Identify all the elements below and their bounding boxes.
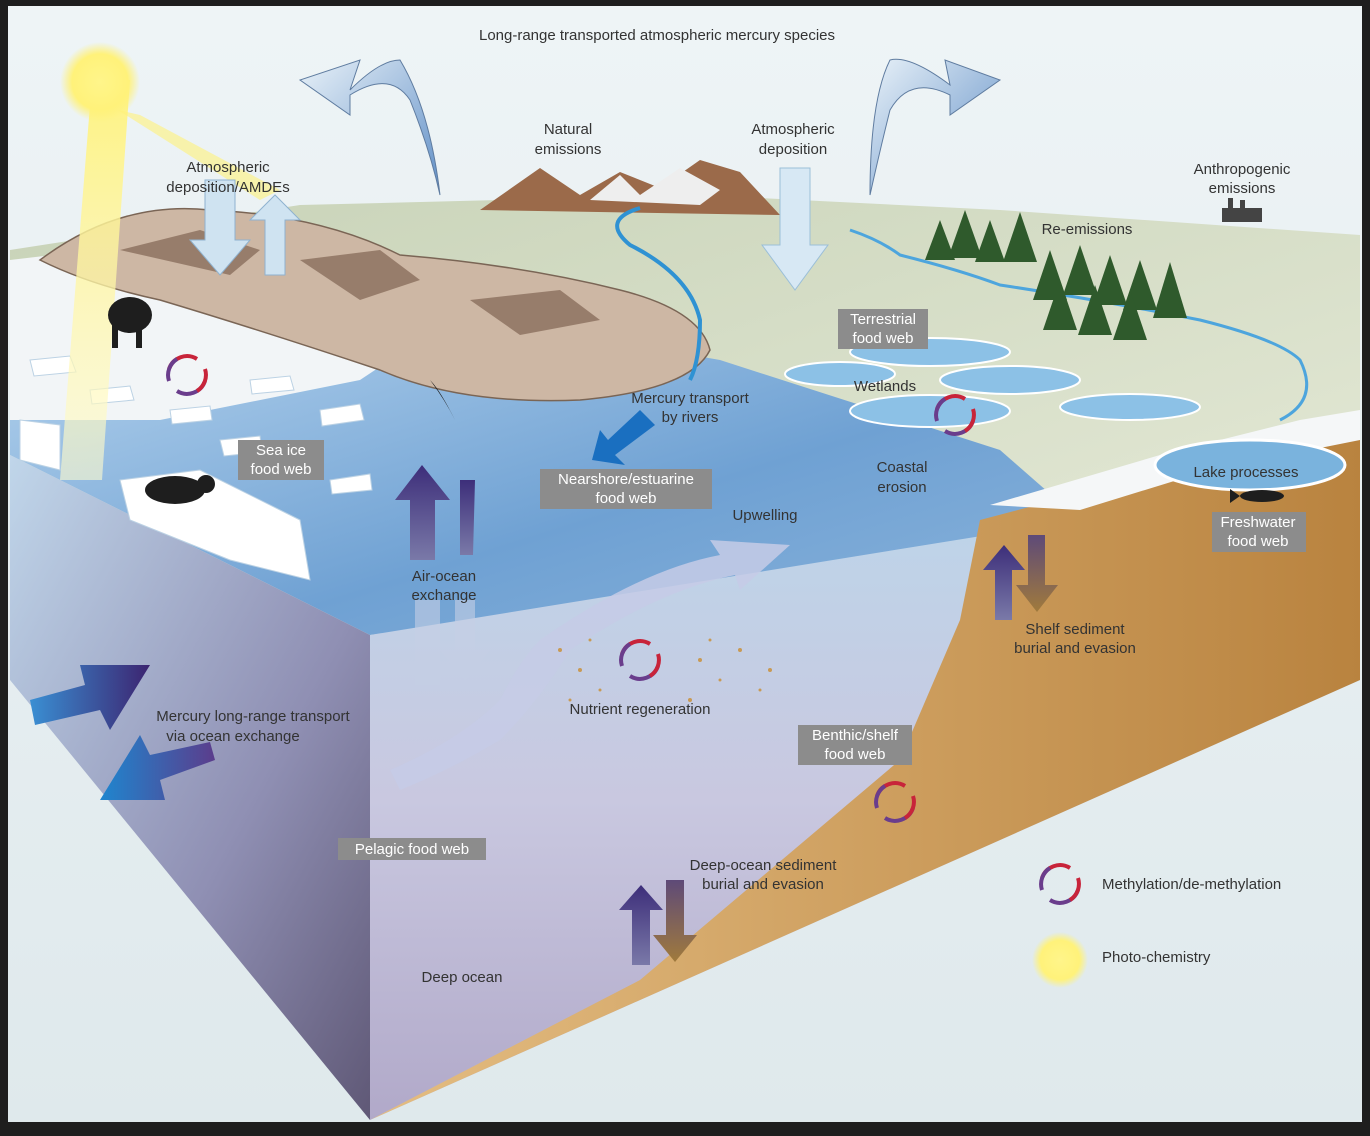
- air-ocean-column: [415, 600, 440, 685]
- terrestrial-label-box: [838, 309, 928, 349]
- river-mountain: [615, 206, 703, 381]
- label-air-ocean-1: Air-ocean: [412, 568, 476, 585]
- rock-shading: [120, 230, 600, 335]
- label-atm-dep-1: Atmospheric: [751, 121, 835, 138]
- legend: Methylation/de-methylation Photo-chemist…: [1032, 863, 1281, 988]
- label-natural-1: Natural: [544, 121, 592, 138]
- shelf-up-arrow-icon: [983, 545, 1025, 620]
- label-merc-rivers-1: Mercury transport: [631, 390, 749, 407]
- atm-arrow-left-icon: [298, 59, 441, 196]
- label-terrestrial-1: Terrestrial: [850, 311, 916, 328]
- label-natural-2: emissions: [535, 141, 602, 158]
- label-nearshore-2: food web: [596, 490, 657, 507]
- label-sea-ice-1: Sea ice: [256, 442, 306, 459]
- amde-down-arrow-icon: [188, 179, 252, 276]
- air-ocean-column-arrow: [440, 600, 490, 680]
- label-pelagic: Pelagic food web: [355, 841, 469, 858]
- factory-chimney: [1228, 198, 1233, 210]
- atm-deposition-arrow-icon: [761, 167, 829, 291]
- label-anthro-1: Anthropogenic: [1194, 161, 1291, 178]
- sun-beam: [60, 80, 130, 480]
- freshwater-label-box: [1212, 512, 1306, 552]
- deep-sed-up-arrow-icon: [619, 885, 663, 965]
- label-atm-amde-1: Atmospheric: [186, 159, 270, 176]
- label-upwelling: Upwelling: [732, 507, 797, 524]
- air-ocean-up-arrow-icon: [395, 465, 450, 560]
- label-merc-rivers-2: by rivers: [662, 409, 719, 426]
- label-deep-sed-2: burial and evasion: [702, 876, 824, 893]
- ocean-transport-out-arrow-icon: [100, 735, 215, 800]
- legend-methylation-label: Methylation/de-methylation: [1102, 876, 1281, 893]
- forest: [925, 210, 1187, 340]
- legend-photochem-icon: [1032, 932, 1088, 988]
- nearshore-label-box: [540, 469, 712, 509]
- muskox-icon: [108, 297, 152, 348]
- air-ocean-down-arrow-icon: [460, 480, 475, 555]
- label-terrestrial-2: food web: [853, 330, 914, 347]
- label-reemissions: Re-emissions: [1042, 221, 1133, 238]
- label-coastal-2: erosion: [877, 479, 926, 496]
- label-nearshore-1: Nearshore/estuarine: [558, 471, 694, 488]
- label-anthro-2: emissions: [1209, 180, 1276, 197]
- sun-ray: [118, 110, 280, 200]
- ocean-left-face: [10, 455, 370, 1120]
- fish-icon: [1230, 489, 1284, 503]
- sun-icon: [60, 42, 140, 122]
- sediment-slope: [370, 420, 1360, 1120]
- label-freshwater-1: Freshwater: [1220, 514, 1295, 531]
- snow-peaks: [590, 168, 720, 205]
- legend-photochem-label: Photo-chemistry: [1102, 949, 1211, 966]
- label-shelf-2: burial and evasion: [1014, 640, 1136, 657]
- benthic-label-box: [798, 725, 912, 765]
- label-lake: Lake processes: [1193, 464, 1298, 481]
- methylation-cycle-icon: [934, 394, 976, 436]
- shelf-down-arrow-icon: [1016, 535, 1058, 612]
- label-deep-ocean: Deep ocean: [422, 969, 503, 986]
- pelagic-label-box: [338, 838, 486, 860]
- methylation-cycle-icon: [874, 781, 916, 823]
- methylation-cycle-icon: [619, 639, 661, 681]
- label-coastal-1: Coastal: [877, 459, 928, 476]
- label-shelf-1: Shelf sediment: [1025, 621, 1125, 638]
- nutrient-particles: [558, 638, 772, 702]
- amde-up-arrow-icon: [248, 194, 302, 276]
- label-freshwater-2: food web: [1228, 533, 1289, 550]
- factory-chimney: [1240, 200, 1245, 210]
- label-ocean-transport-1: Mercury long-range transport: [156, 708, 350, 725]
- ocean-transport-in-arrow-icon: [30, 665, 150, 730]
- label-nutrient: Nutrient regeneration: [570, 701, 711, 718]
- label-atm-amde-2: deposition/AMDEs: [166, 179, 289, 196]
- label-deep-sed-1: Deep-ocean sediment: [690, 857, 838, 874]
- lake: [1153, 438, 1347, 492]
- label-wetlands: Wetlands: [854, 378, 916, 395]
- label-atm-dep-2: deposition: [759, 141, 827, 158]
- legend-methylation-icon: [1039, 863, 1081, 905]
- label-ocean-transport-2: via ocean exchange: [166, 728, 299, 745]
- label-sea-ice-2: food web: [251, 461, 312, 478]
- sea-ice-label-box: [238, 440, 324, 480]
- methylation-cycle-icon: [166, 354, 208, 396]
- atm-arrow-right-icon: [869, 58, 1002, 196]
- label-long-range: Long-range transported atmospheric mercu…: [479, 27, 835, 44]
- label-benthic-1: Benthic/shelf: [812, 727, 899, 744]
- upwelling-arrow-icon: [390, 540, 790, 790]
- label-benthic-2: food web: [825, 746, 886, 763]
- wetlands: [784, 337, 1201, 428]
- deep-sed-down-arrow-icon: [653, 880, 697, 962]
- label-air-ocean-2: exchange: [411, 587, 476, 604]
- river-transport-arrow-icon: [592, 410, 655, 465]
- factory: [1222, 208, 1262, 222]
- polar-bear-icon: [145, 475, 215, 504]
